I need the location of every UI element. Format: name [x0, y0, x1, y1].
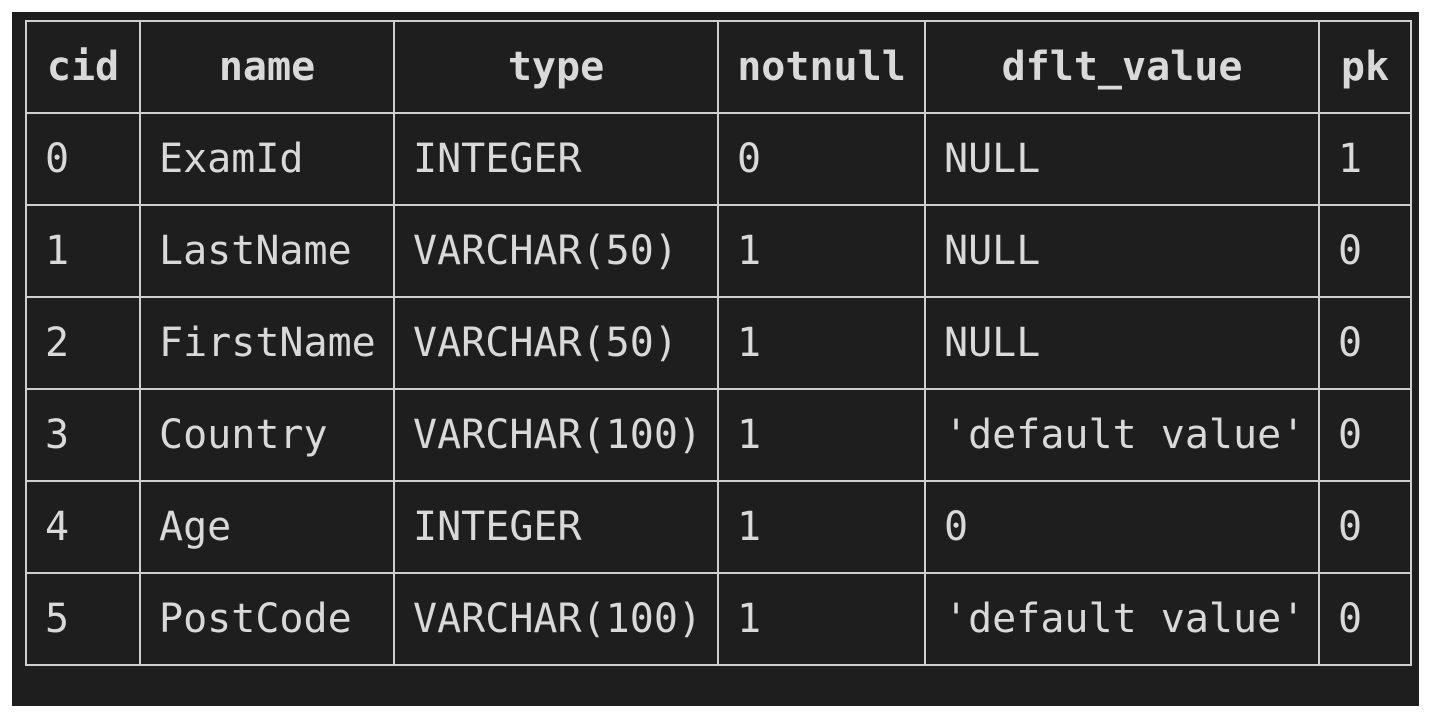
column-header-notnull: notnull: [717, 20, 926, 114]
cell-type: VARCHAR(100): [393, 388, 719, 482]
cell-pk: 0: [1318, 388, 1412, 482]
cell-type: VARCHAR(50): [393, 204, 719, 298]
cell-dflt-value: 0: [924, 480, 1320, 574]
column-header-pk: pk: [1318, 20, 1412, 114]
cell-notnull: 1: [717, 572, 926, 666]
cell-pk: 1: [1318, 112, 1412, 206]
table-row: 4 Age INTEGER 1 0 0: [25, 480, 1412, 574]
cell-dflt-value: NULL: [924, 296, 1320, 390]
table-info-result: cid name type notnull dflt_value pk 0 Ex…: [25, 20, 1412, 666]
cell-notnull: 1: [717, 296, 926, 390]
cell-notnull: 1: [717, 204, 926, 298]
cell-name: Age: [139, 480, 395, 574]
cell-type: INTEGER: [393, 480, 719, 574]
table-row: 1 LastName VARCHAR(50) 1 NULL 0: [25, 204, 1412, 298]
cell-cid: 1: [25, 204, 141, 298]
header-row: cid name type notnull dflt_value pk: [25, 20, 1412, 114]
cell-cid: 5: [25, 572, 141, 666]
table-row: 2 FirstName VARCHAR(50) 1 NULL 0: [25, 296, 1412, 390]
cell-name: FirstName: [139, 296, 395, 390]
cell-dflt-value: NULL: [924, 112, 1320, 206]
cell-pk: 0: [1318, 572, 1412, 666]
cell-name: Country: [139, 388, 395, 482]
cell-name: PostCode: [139, 572, 395, 666]
cell-notnull: 0: [717, 112, 926, 206]
cell-type: INTEGER: [393, 112, 719, 206]
table-row: 5 PostCode VARCHAR(100) 1 'default value…: [25, 572, 1412, 666]
cell-pk: 0: [1318, 204, 1412, 298]
table-row: 3 Country VARCHAR(100) 1 'default value'…: [25, 388, 1412, 482]
cell-cid: 0: [25, 112, 141, 206]
cell-dflt-value: 'default value': [924, 388, 1320, 482]
cell-type: VARCHAR(50): [393, 296, 719, 390]
cell-notnull: 1: [717, 388, 926, 482]
cell-cid: 4: [25, 480, 141, 574]
cell-cid: 2: [25, 296, 141, 390]
column-header-name: name: [139, 20, 395, 114]
cell-cid: 3: [25, 388, 141, 482]
table-row: 0 ExamId INTEGER 0 NULL 1: [25, 112, 1412, 206]
column-header-cid: cid: [25, 20, 141, 114]
cell-dflt-value: 'default value': [924, 572, 1320, 666]
column-header-dflt-value: dflt_value: [924, 20, 1320, 114]
terminal-output-panel: cid name type notnull dflt_value pk 0 Ex…: [12, 12, 1419, 706]
cell-type: VARCHAR(100): [393, 572, 719, 666]
cell-pk: 0: [1318, 480, 1412, 574]
cell-dflt-value: NULL: [924, 204, 1320, 298]
column-header-type: type: [393, 20, 719, 114]
cell-name: LastName: [139, 204, 395, 298]
cell-name: ExamId: [139, 112, 395, 206]
cell-notnull: 1: [717, 480, 926, 574]
cell-pk: 0: [1318, 296, 1412, 390]
